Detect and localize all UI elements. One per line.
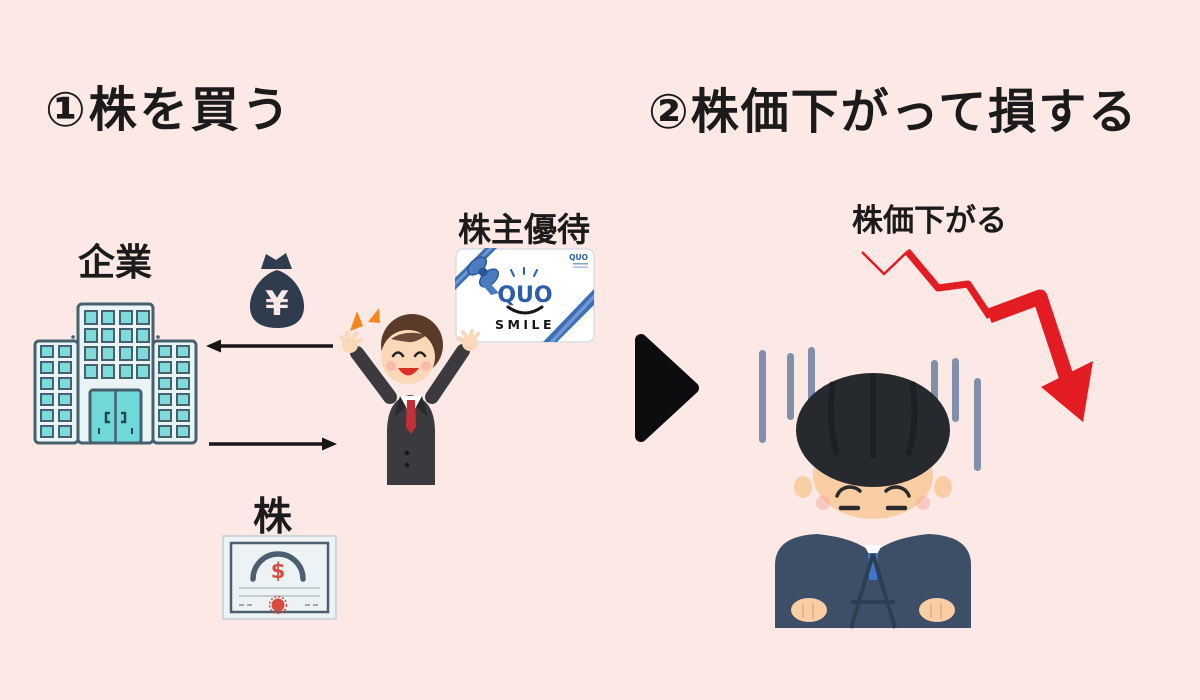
card-rays <box>510 267 538 277</box>
happy-suit <box>387 395 435 485</box>
happy-face <box>381 330 435 384</box>
money-bag-icon: ¥ <box>249 253 305 328</box>
company-building-icon <box>33 302 198 445</box>
happy-investor-illustration <box>339 308 480 485</box>
quo-card-icon: QUO SMILE QUO <box>455 248 595 343</box>
company-label: 企業 <box>78 241 152 284</box>
happy-mouth <box>398 368 419 376</box>
card-subtext: SMILE <box>495 317 555 332</box>
stock-certificate-icon: $ <box>222 535 337 620</box>
building-door <box>88 388 143 445</box>
sad-eyebrows <box>835 485 911 498</box>
gloom-lines-icon <box>759 347 981 471</box>
transition-triangle-icon <box>635 334 699 442</box>
yen-symbol: ¥ <box>265 284 289 324</box>
excitement-spark-icon <box>350 308 380 331</box>
shareholder-benefit-label: 株主優待 <box>458 210 590 249</box>
stock-decline-arrow-icon <box>861 248 1093 422</box>
card-mini-logo: QUO <box>569 253 588 262</box>
dollar-symbol: $ <box>271 559 286 583</box>
certificate-seal <box>271 598 285 612</box>
smile-arc <box>506 305 544 315</box>
step2-title: ②株価下がって損する <box>648 84 1139 140</box>
price-down-label: 株価下がる <box>852 203 1007 239</box>
card-brand-text: QUO <box>497 283 552 308</box>
stock-arrow-icon <box>209 437 337 451</box>
step1-title: ①株を買う <box>45 82 293 138</box>
stock-label: 株 <box>253 495 293 540</box>
sad-investor-illustration <box>759 347 981 629</box>
money-arrow-icon <box>206 339 333 353</box>
raised-arms <box>339 329 480 404</box>
happy-eyes <box>391 351 427 358</box>
building-windows <box>40 310 190 438</box>
red-tie <box>406 400 416 434</box>
card-ribbon <box>455 248 594 342</box>
bowing-hands <box>791 598 955 622</box>
